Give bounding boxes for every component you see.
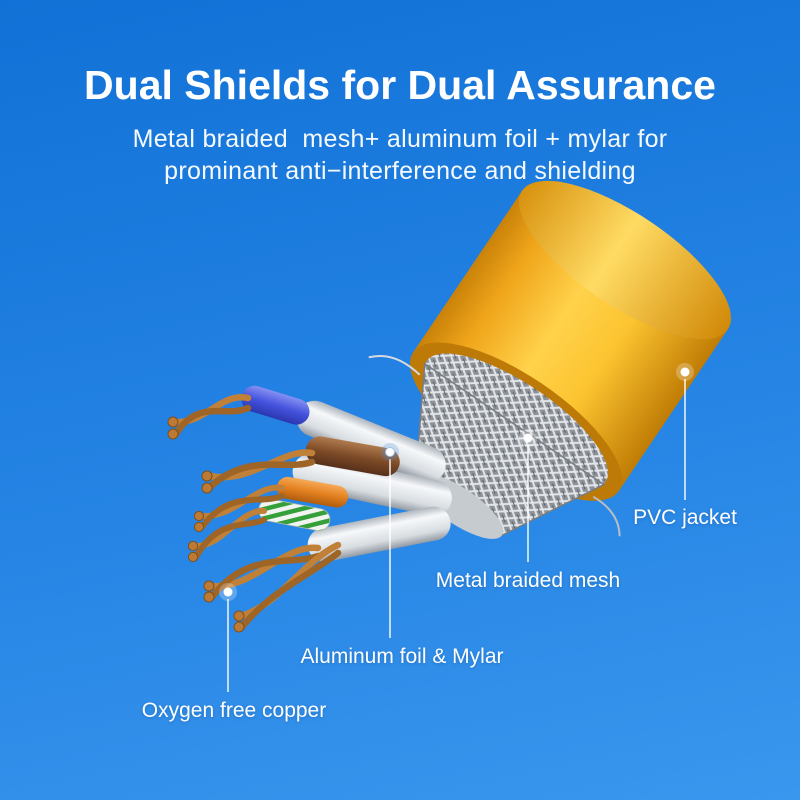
blue-wire bbox=[241, 385, 310, 425]
oxygen-free-copper-dot bbox=[223, 587, 233, 597]
copper-wire-end bbox=[233, 621, 245, 633]
page-title: Dual Shields for Dual Assurance bbox=[84, 62, 716, 108]
copper-wire-end bbox=[193, 521, 205, 533]
cable-body bbox=[368, 180, 731, 539]
cable-end-cap bbox=[519, 180, 731, 340]
copper-wire-end bbox=[187, 540, 199, 552]
aluminum-foil-mylar-dot bbox=[385, 447, 395, 457]
copper-wire-ends bbox=[167, 416, 245, 633]
subtitle-line-1: Metal braided mesh+ aluminum foil + myla… bbox=[132, 125, 668, 153]
orange-wire bbox=[276, 476, 349, 508]
copper-wire-end bbox=[203, 580, 215, 592]
copper-strand bbox=[172, 404, 252, 438]
copper-strand bbox=[208, 552, 322, 601]
subtitle-line-2: prominant anti−interference and shieldin… bbox=[164, 157, 636, 185]
foil-tube-upper bbox=[296, 400, 446, 483]
inner-wires bbox=[167, 385, 452, 633]
copper-wire-end bbox=[201, 470, 213, 482]
callout-label-pvc-jacket: PVC jacket bbox=[633, 506, 737, 529]
callout-label-metal-braided-mesh: Metal braided mesh bbox=[435, 569, 621, 592]
copper-strand bbox=[238, 549, 342, 631]
copper-wire-end bbox=[167, 428, 179, 440]
copper-strand bbox=[199, 493, 285, 530]
copper-strand bbox=[206, 458, 316, 491]
copper-twisted-pairs bbox=[172, 394, 342, 631]
foil-tube-lower bbox=[307, 506, 451, 562]
copper-wire-end bbox=[233, 610, 245, 622]
mesh-stray-strand bbox=[592, 495, 621, 537]
foil-tube-middle bbox=[292, 453, 452, 516]
copper-wire-end bbox=[193, 510, 205, 522]
heading-block: Dual Shields for Dual Assurance Metal br… bbox=[0, 0, 800, 187]
copper-wire-end bbox=[187, 551, 199, 563]
pvc-jacket bbox=[413, 190, 728, 492]
callout-dots bbox=[219, 363, 694, 601]
copper-strand bbox=[193, 517, 267, 560]
copper-wire-end bbox=[201, 482, 213, 494]
callout-label-aluminum-foil-mylar: Aluminum foil & Mylar bbox=[300, 645, 504, 668]
pvc-jacket-dot bbox=[680, 367, 690, 377]
callout-label-oxygen-free-copper: Oxygen free copper bbox=[141, 699, 327, 722]
callout-lines bbox=[227, 379, 686, 692]
green-striped-wire bbox=[258, 498, 331, 532]
copper-wire-end bbox=[167, 416, 179, 428]
mesh-stray-strand bbox=[368, 355, 421, 376]
metal-braided-mesh-dot bbox=[523, 433, 533, 443]
brown-wire bbox=[305, 436, 400, 477]
copper-wire-end bbox=[203, 591, 215, 603]
